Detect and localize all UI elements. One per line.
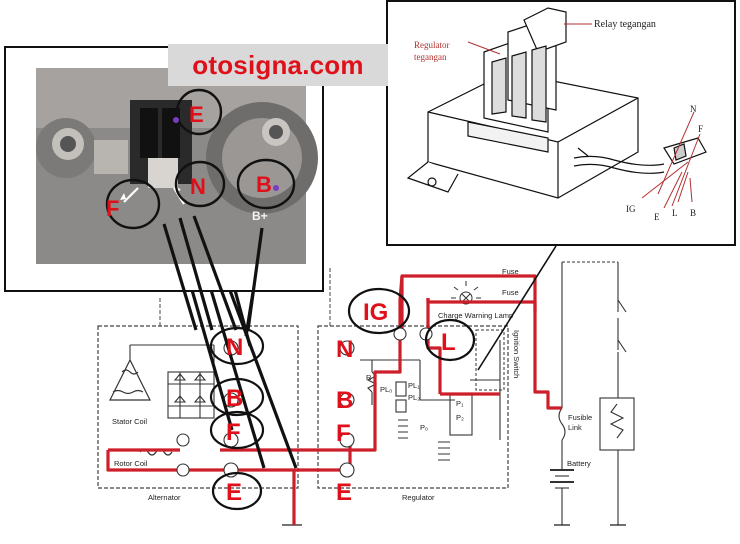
charge-warning-lamp-label: Charge Warning Lamp: [438, 311, 513, 320]
alt-f-label: F: [226, 419, 241, 446]
alt-b-label: B: [226, 385, 243, 412]
relay-pin-e: E: [654, 212, 660, 222]
rotor-coil-label: Rotor Coil: [114, 459, 148, 468]
alternator-photo-panel: E F N B B+: [4, 46, 324, 292]
fuse-label-1: Fuse: [502, 267, 519, 276]
photo-bplus-label: B+: [252, 209, 268, 223]
p0-label: P₀: [420, 423, 428, 432]
photo-b-label: B: [256, 172, 272, 197]
regulator-box: [317, 325, 509, 489]
p1-label: P₁: [456, 399, 464, 408]
photo-e-label: E: [189, 102, 204, 127]
ig-label: IG: [363, 299, 388, 326]
stator-coil-symbol: [109, 358, 151, 401]
photo-f-label: F: [106, 196, 119, 221]
relay-label: Relay tegangan: [594, 19, 656, 30]
regulator-internals: [360, 340, 501, 461]
photo-n-label: N: [190, 174, 206, 199]
regulator-label-line2: tegangan: [414, 52, 447, 62]
pl2-label: PL₂: [408, 393, 420, 402]
alternator-label: Alternator: [148, 493, 181, 502]
terminal-nodes: [176, 327, 433, 478]
relay-drawing-panel: Relay tegangan Regulator tegangan N F IG…: [386, 0, 736, 246]
ignition-switch-label: Ignition Switch: [512, 330, 521, 378]
pl1-label: PL₁: [408, 381, 420, 390]
fusible-link-label-1: Fusible: [568, 413, 592, 422]
regulator-label: Regulator: [402, 493, 435, 502]
p2-label: P₂: [456, 413, 464, 422]
diode-bridge: [129, 344, 215, 419]
reg-f-label: F: [336, 420, 351, 447]
fusible-link-label-2: Link: [568, 423, 582, 432]
l-label: L: [441, 329, 456, 356]
fuse-label-2: Fuse: [502, 288, 519, 297]
charge-warning-lamp-symbol: [451, 281, 481, 305]
reg-e-label: E: [336, 479, 352, 506]
reg-n-label: N: [336, 336, 353, 363]
battery-side: [550, 261, 635, 525]
relay-drawing: Relay tegangan Regulator tegangan N F IG…: [406, 7, 707, 222]
regulator-label-line1: Regulator: [414, 40, 450, 50]
relay-pin-f: F: [698, 124, 703, 134]
relay-pin-b: B: [690, 208, 696, 218]
reg-b-label: B: [336, 387, 353, 414]
relay-pin-ig: IG: [626, 204, 636, 214]
pl0-label: PL₀: [380, 385, 392, 394]
battery-label: Battery: [567, 459, 591, 468]
r-label: R: [366, 373, 372, 382]
relay-pin-n: N: [690, 104, 697, 114]
stator-coil-label: Stator Coil: [112, 417, 147, 426]
alt-n-label: N: [226, 334, 243, 361]
alt-e-label: E: [226, 479, 242, 506]
watermark-banner: otosigna.com: [168, 44, 388, 86]
relay-pin-l: L: [672, 208, 678, 218]
highlight-circles: [209, 287, 476, 511]
